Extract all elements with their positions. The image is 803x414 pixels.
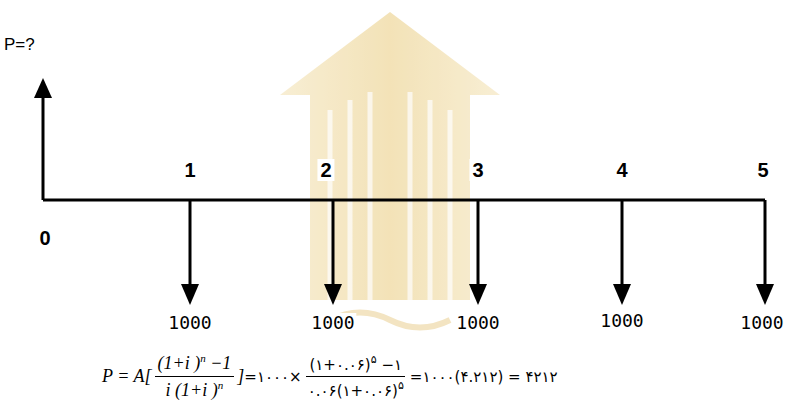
period-number: 5 <box>754 159 771 181</box>
formula-term: =۱۰۰۰× <box>244 368 301 386</box>
watermark-logo <box>280 12 500 328</box>
formula-term: P = A[ <box>102 366 152 387</box>
formula-term: −۱ <box>377 356 402 374</box>
payment-amount: 1000 <box>598 311 645 331</box>
exponent: ۵ <box>398 379 404 392</box>
denominator: i (1+i )n <box>163 377 227 401</box>
fraction: (۱+۰.۰۶)۵ −۱۰.۰۶(۱+۰.۰۶)۵ <box>305 353 407 400</box>
payment-amount: 1000 <box>309 313 356 333</box>
payment-amount: 1000 <box>454 313 501 333</box>
formula-term: (1+i ) <box>158 353 201 373</box>
formula-term: i (1+i ) <box>166 380 218 400</box>
formula-term: ] <box>237 366 244 387</box>
period-number: 0 <box>36 227 53 249</box>
exponent: ۵ <box>371 353 377 366</box>
period-number: 3 <box>469 159 486 181</box>
fraction: (1+i )n −1i (1+i )n <box>155 352 235 401</box>
formula-term: ۰.۰۶(۱+۰.۰۶) <box>308 382 398 400</box>
numerator: (۱+۰.۰۶)۵ −۱ <box>306 353 405 377</box>
formula-term: =۱۰۰۰(۴.۲۱۲) = ۴۲۱۲ <box>410 368 558 386</box>
payment-amount: 1000 <box>166 313 213 333</box>
denominator: ۰.۰۶(۱+۰.۰۶)۵ <box>305 377 407 400</box>
period-number: 1 <box>181 159 198 181</box>
formula-term: −1 <box>206 353 232 373</box>
time-axis <box>34 78 774 305</box>
exponent: n <box>218 379 224 391</box>
period-number: 4 <box>613 159 630 181</box>
present-worth-formula: P = A[(1+i )n −1i (1+i )n]=۱۰۰۰×(۱+۰.۰۶)… <box>100 352 560 401</box>
period-number: 2 <box>317 159 334 181</box>
formula-term: (۱+۰.۰۶) <box>309 356 370 374</box>
numerator: (1+i )n −1 <box>155 352 235 377</box>
payment-amount: 1000 <box>738 313 785 333</box>
exponent: n <box>200 352 206 364</box>
unknown-label: P=? <box>4 36 35 53</box>
